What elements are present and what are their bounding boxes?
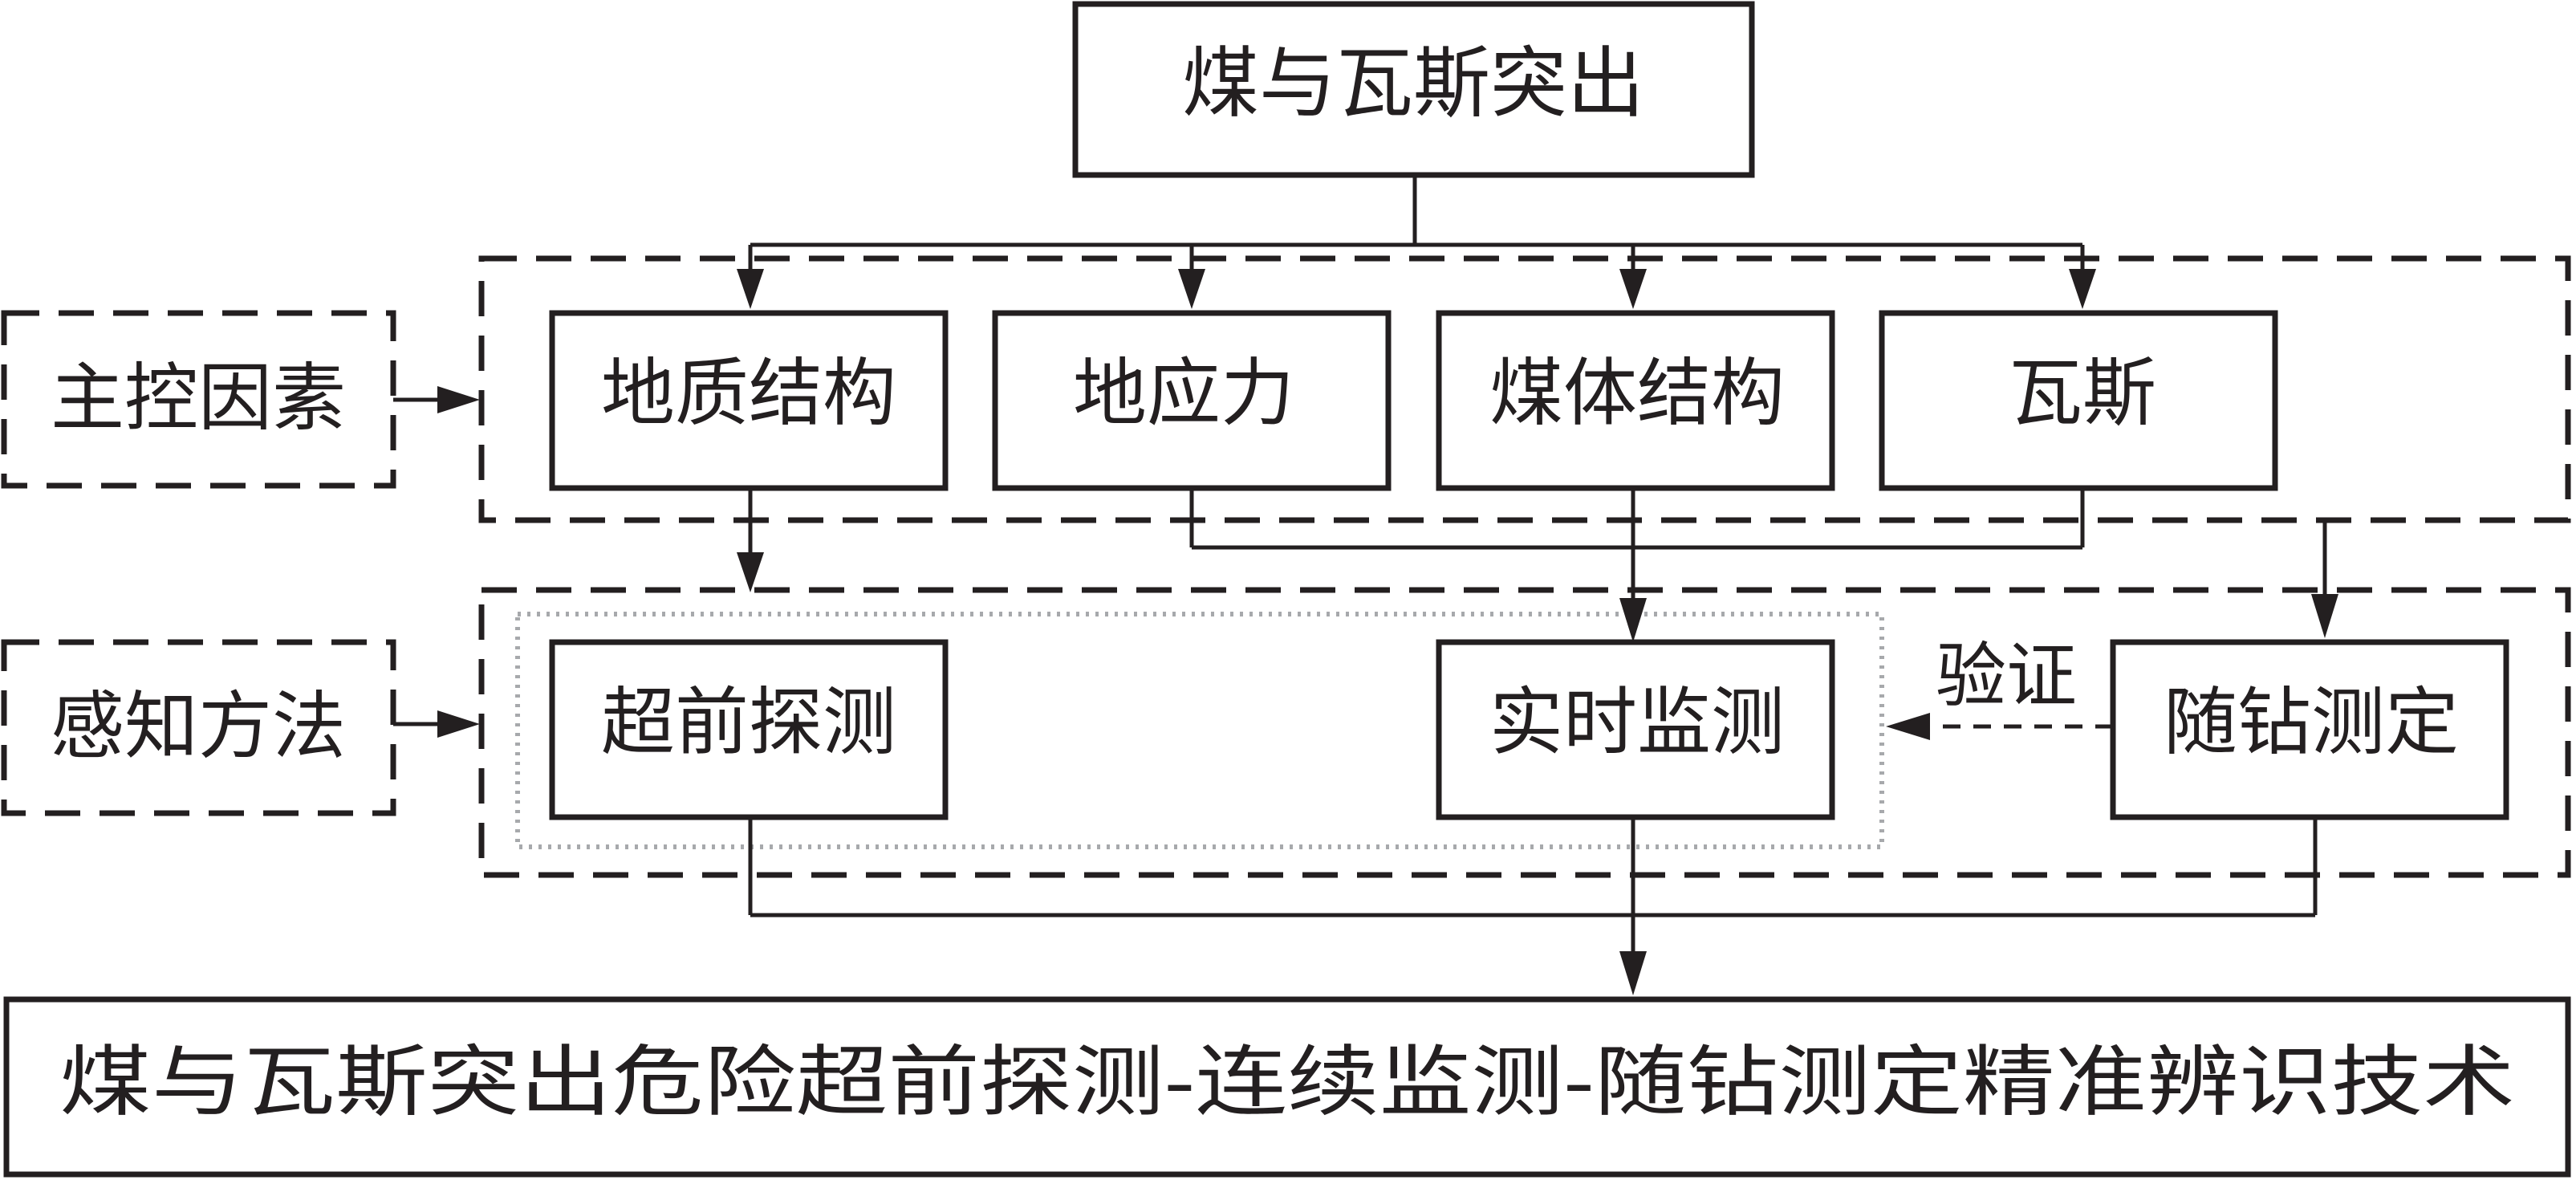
method-node-drilling-measurement: 随钻测定 — [2110, 639, 2509, 820]
side-label-methods-text: 感知方法 — [51, 684, 346, 770]
side-label-connectors — [393, 386, 480, 738]
bottom-node-technology: 煤与瓦斯突出危险超前探测-连续监测-随钻测定精准辨识技术 — [3, 996, 2571, 1178]
side-label-factors-text: 主控因素 — [51, 356, 346, 441]
factor-label: 地应力 — [1073, 351, 1294, 437]
bottom-node-label: 煤与瓦斯突出危险超前探测-连续监测-随钻测定精准辨识技术 — [59, 1037, 2515, 1127]
verify-connector — [1886, 713, 2113, 740]
side-label-methods: 感知方法 — [1, 639, 396, 816]
methods-to-bottom-connector — [748, 817, 2318, 995]
method-node-realtime-monitoring: 实时监测 — [1436, 639, 1835, 820]
top-to-factors-connector — [737, 175, 2096, 309]
method-label: 实时监测 — [1489, 680, 1785, 766]
factor-label: 地质结构 — [601, 351, 896, 437]
factor-label: 瓦斯 — [2009, 351, 2156, 437]
factors-group-frame — [478, 255, 2571, 523]
factor-label: 煤体结构 — [1489, 351, 1785, 437]
factors-to-drilling-connector — [2311, 520, 2338, 638]
factor-node-gas: 瓦斯 — [1879, 310, 2278, 491]
methods-group-frame — [478, 587, 2571, 878]
factor-node-geological-structure: 地质结构 — [549, 310, 949, 491]
top-node-coal-gas-outburst: 煤与瓦斯突出 — [1072, 1, 1755, 178]
geology-to-detection-connector — [737, 488, 764, 592]
factor-node-coal-structure: 煤体结构 — [1436, 310, 1835, 491]
verify-label: 验证 — [1936, 635, 2077, 718]
method-node-advance-detection: 超前探测 — [549, 639, 949, 820]
method-label: 超前探测 — [601, 680, 896, 766]
factor-node-ground-stress: 地应力 — [992, 310, 1392, 491]
top-node-label: 煤与瓦斯突出 — [1182, 39, 1644, 128]
side-label-factors: 主控因素 — [1, 310, 396, 489]
method-label: 随钻测定 — [2164, 680, 2459, 766]
factors-to-monitoring-connector — [1189, 488, 2085, 642]
